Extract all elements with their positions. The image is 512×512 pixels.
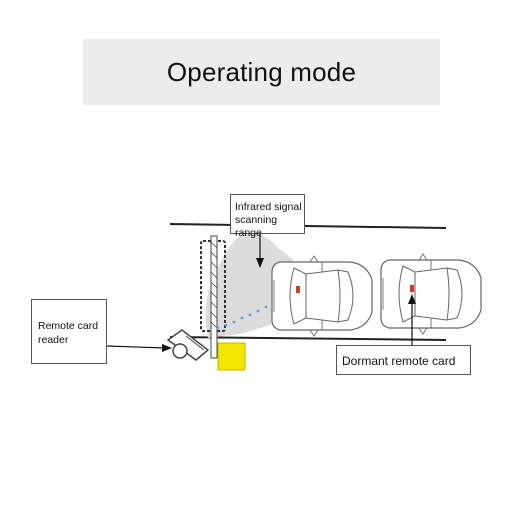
dormant-remote-card-icon	[410, 285, 414, 292]
page-title: Operating mode	[166, 56, 357, 87]
yellow-control-box	[217, 342, 246, 371]
arrow-reader	[106, 344, 172, 352]
infrared-label-line2: scanning range	[235, 214, 278, 239]
car-top-view-icon	[271, 255, 373, 337]
title-banner: Operating mode	[83, 39, 440, 105]
barrier-pole	[210, 235, 218, 359]
car-top-view-icon	[380, 253, 482, 335]
dormant-label-text: Dormant remote card	[342, 354, 456, 368]
road-line-top	[169, 223, 447, 229]
card-reader-icon	[166, 329, 210, 361]
dormant-card-label: Dormant remote card	[336, 345, 471, 375]
arrow-dormant	[408, 294, 416, 345]
infrared-label-line1: Infrared signal	[235, 201, 302, 213]
card-reader-label: Remote card reader	[31, 299, 107, 364]
arrow-infrared	[256, 234, 264, 268]
infrared-range-label: Infrared signal scanning range	[230, 194, 305, 239]
remote-card-in-car	[296, 286, 300, 293]
reader-label-line2: reader	[38, 334, 69, 346]
reader-label-line1: Remote card	[38, 320, 99, 332]
